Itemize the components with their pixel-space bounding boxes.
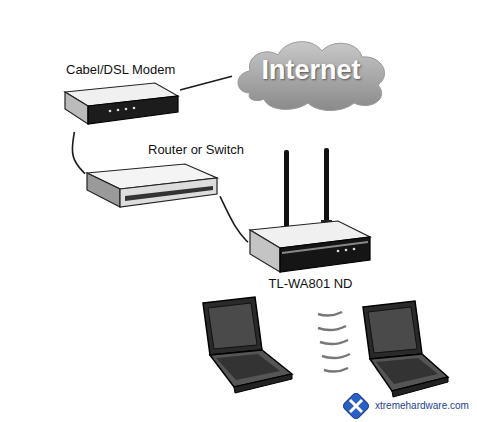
access-point-device-shape [248,148,373,293]
watermark-text: xtremehardware.com [375,400,469,411]
watermark-icon [342,392,370,420]
laptop-right [363,301,448,397]
network-cable [220,196,248,242]
network-cable [180,76,232,90]
internet-cloud: Internet [232,35,390,110]
node-label: Cabel/DSL Modem [66,62,175,77]
wireless-waves [318,312,350,372]
network-cable [72,132,85,174]
node-label: Internet [232,55,390,86]
access-point-device: TL-WA801 ND [248,148,373,293]
modem-device: Cabel/DSL Modem [60,62,180,132]
node-label: Router or Switch [148,142,244,157]
node-label: TL-WA801 ND [248,276,373,291]
router-device: Router or Switch [85,140,220,215]
laptop-left [203,297,292,393]
